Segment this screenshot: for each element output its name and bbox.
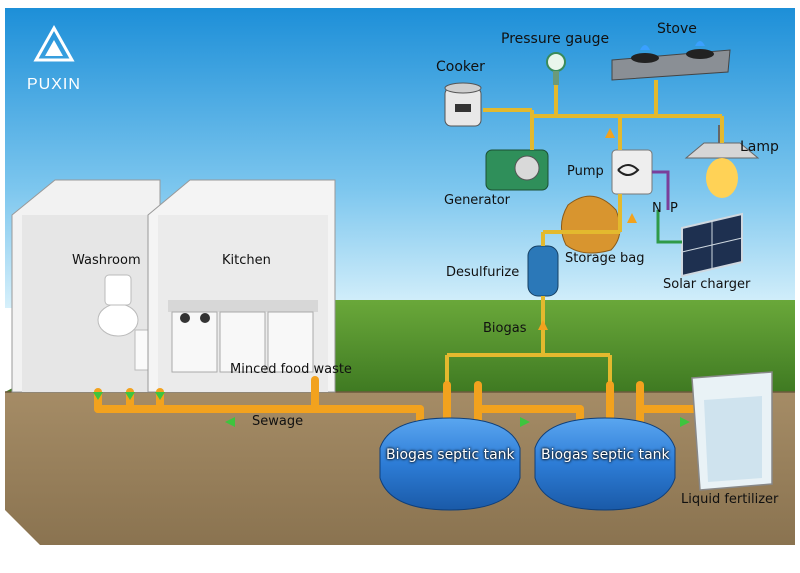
kitchen-label: Kitchen [222,253,271,268]
flow-arrows [93,392,690,427]
wire-p-label: P [670,201,678,216]
storage-bag-label: Storage bag [565,251,645,266]
washroom-building [11,179,161,393]
cooker-label: Cooker [436,59,485,75]
solar-panel-icon [681,212,743,278]
storage-bag-icon [561,195,621,254]
solar-wires [652,170,682,244]
stove-icon [611,41,731,81]
generator-icon [485,149,549,191]
kitchen-building [147,179,336,393]
biogas-septic-tank-2 [534,417,676,511]
pump-icon [611,149,653,195]
lamp-label: Lamp [740,139,779,155]
desulfurize-label: Desulfurize [446,265,520,280]
sewage-label: Sewage [252,414,304,429]
generator-label: Generator [444,193,511,208]
stove-label: Stove [657,21,697,37]
gas-flow-arrows [538,128,637,330]
lamp-icon [684,125,760,198]
brand-name: PUXIN [27,76,81,93]
biogas-septic-tank-1 [379,417,521,511]
tank-2-label: Biogas septic tank [541,447,670,463]
pressure-gauge-label: Pressure gauge [501,31,610,47]
desulfurizer-icon [527,245,559,297]
pressure-gauge-icon [546,52,566,85]
washroom-label: Washroom [72,253,141,268]
cooker-icon [444,82,482,127]
wire-n-label: N [652,201,662,216]
puxin-logo-icon [33,24,75,62]
biogas-label: Biogas [483,321,527,336]
solar-charger-label: Solar charger [663,277,751,292]
liquid-fertilizer-tank [691,371,773,491]
liquid-fertilizer-label: Liquid fertilizer [681,492,779,507]
pump-label: Pump [567,164,604,179]
tank-1-label: Biogas septic tank [386,447,515,463]
minced-food-waste-label: Minced food waste [230,362,352,377]
